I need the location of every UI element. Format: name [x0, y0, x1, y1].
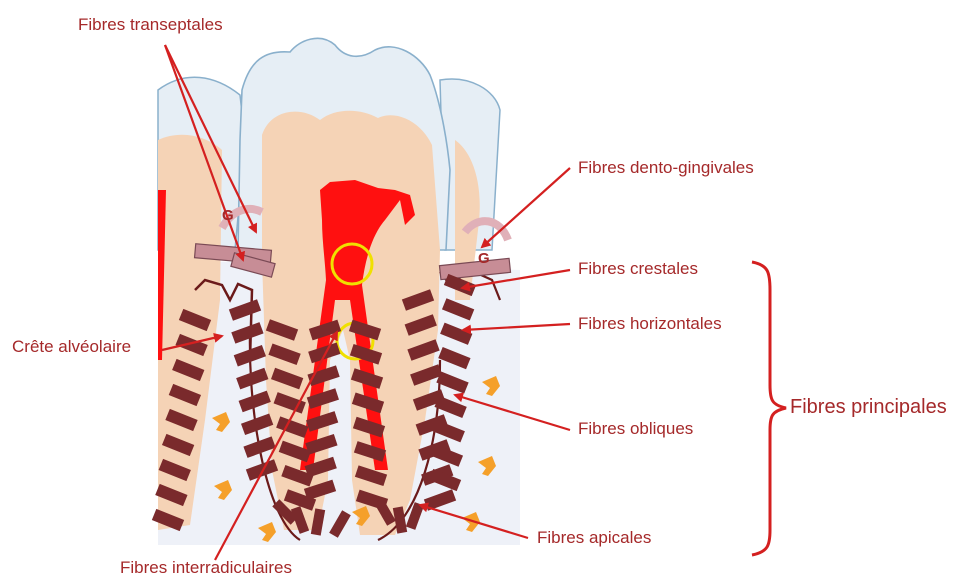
- principal-fibers-bracket: [752, 262, 786, 555]
- label-gingiva-right: G: [478, 250, 490, 267]
- label-interradicular-fibers: Fibres interradiculaires: [120, 558, 292, 578]
- label-apical-fibers: Fibres apicales: [537, 528, 651, 548]
- label-alveolar-crest: Crête alvéolaire: [12, 337, 131, 357]
- label-crestal-fibers: Fibres crestales: [578, 259, 698, 279]
- label-gingiva-left: G: [222, 207, 234, 224]
- label-oblique-fibers: Fibres obliques: [578, 419, 693, 439]
- label-horizontal-fibers: Fibres horizontales: [578, 314, 722, 334]
- label-dento-gingival-fibers: Fibres dento-gingivales: [578, 158, 754, 178]
- label-principal-fibers: Fibres principales: [790, 396, 947, 419]
- label-transseptal-fibers: Fibres transeptales: [78, 15, 223, 35]
